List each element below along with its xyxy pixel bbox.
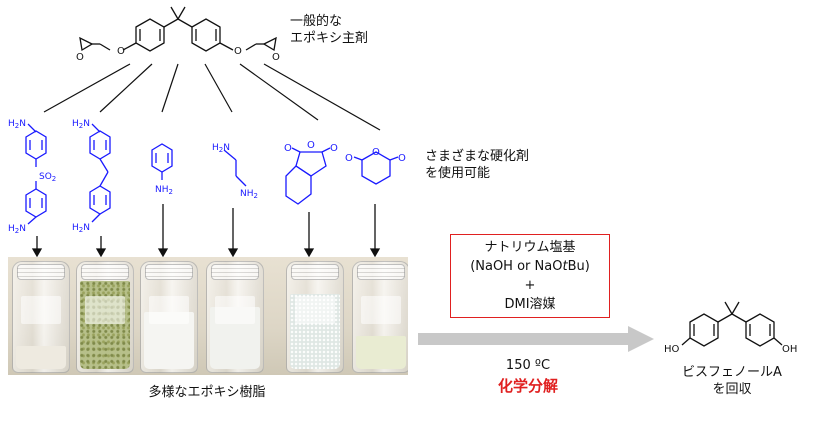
process-label: 化学分解 [497,377,558,395]
ether-oxygen-right: O [234,46,242,57]
hardener-glutaric-anhydride-structure [353,151,399,185]
vial-contents [80,281,130,369]
main-agent-label: 一般的なエポキシ主剤 [290,14,369,46]
epoxide-oxygen-right: O [272,52,280,63]
glutaric-carbonyl-o-left: O [345,153,353,164]
resins-label: 多様なエポキシ樹脂 [148,385,266,400]
vial-sticker [295,296,335,324]
reagent-line-1: ナトリウム塩基 [484,240,576,255]
dds-amine-top: H2N [8,119,26,130]
vial-sticker [21,296,61,324]
resin-vial [206,261,264,373]
glutaric-ring-o: O [372,147,380,158]
ether-oxygen-left: O [117,46,125,57]
epoxy-main-agent-structure [79,6,277,52]
vial-neck [145,264,193,280]
solvent-label: DMI溶媒 [504,297,556,312]
dds-sulfonyl: SO2 [39,172,56,183]
vial-contents [356,336,406,369]
vial-sticker [215,296,255,324]
hardener-ddm-structure [89,123,111,223]
vial-neck [17,264,65,280]
reagent-line-2: (NaOH or NaOtBu) [470,259,590,274]
resin-vial [286,261,344,373]
vial-neck [211,264,259,280]
dds-amine-bottom: H2N [8,224,26,235]
vial-neck [81,264,129,280]
hardener-ethylenediamine-structure [223,149,247,187]
vial-contents [16,346,66,369]
hhpa-ring-o: O [307,140,315,151]
temperature-label: 150 ºC [505,358,551,373]
resin-vial [352,261,408,373]
hardeners-label: さまざまな硬化剤を使用可能 [425,149,530,181]
resin-vial [12,261,70,373]
aniline-amine: NH2 [155,185,173,196]
resin-vial [76,261,134,373]
vial-sticker [361,296,401,324]
resin-vials-photo [8,257,408,375]
reaction-arrow [418,326,654,352]
hhpa-carbonyl-o-left: O [284,143,292,154]
plus-sign: + [524,278,536,293]
ddm-amine-top: H2N [72,119,90,130]
connector-lines [43,63,381,131]
vial-neck [357,264,405,280]
bpa-hydroxyl-left: HO [664,344,680,355]
hardener-to-resin-arrows [31,204,381,258]
vial-neck [291,264,339,280]
hhpa-carbonyl-o-right: O [330,143,338,154]
hardener-aniline-structure [151,143,173,180]
vial-sticker [85,296,125,324]
vial-sticker [149,296,189,324]
resin-vial [140,261,198,373]
epoxide-oxygen-left: O [76,52,84,63]
eda-amine-top: H2N [212,143,230,154]
eda-amine-bottom: NH2 [240,189,258,200]
hardener-dds-structure [25,123,47,225]
reaction-conditions-box: ナトリウム塩基 (NaOH or NaOtBu) + DMI溶媒 [450,234,610,318]
glutaric-carbonyl-o-right: O [398,153,406,164]
bpa-hydroxyl-right: OH [782,344,797,355]
bisphenol-a-structure [681,301,783,347]
hardener-hhpa-structure [285,147,331,205]
ddm-amine-bottom: H2N [72,223,90,234]
